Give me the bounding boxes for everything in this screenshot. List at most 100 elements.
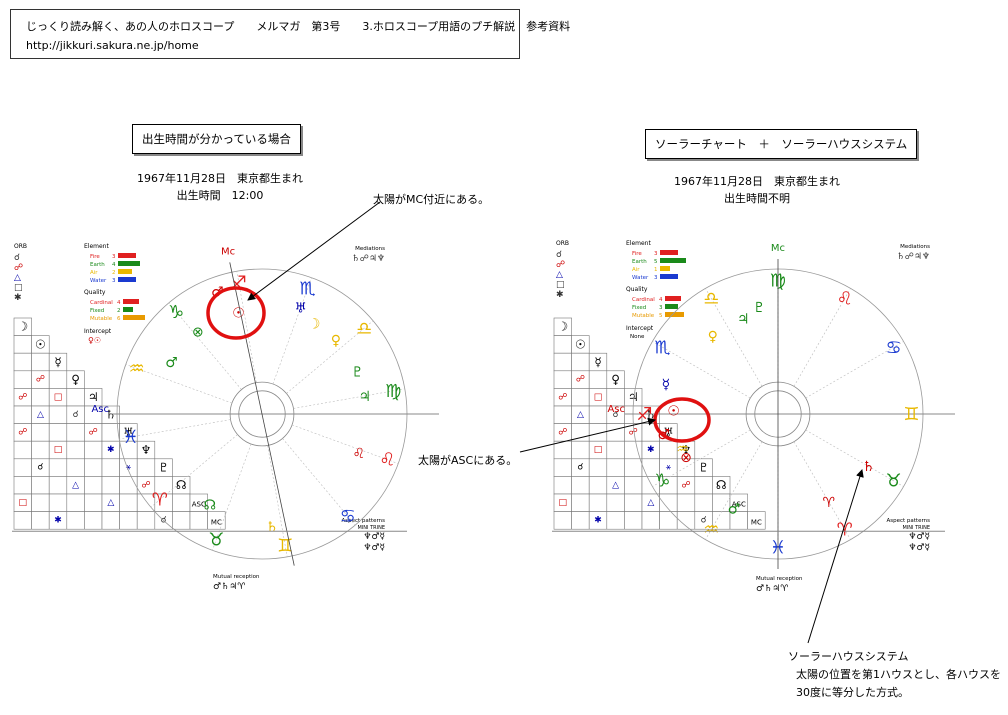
quality-count: 6	[117, 316, 121, 322]
quality-name: Fixed	[632, 305, 646, 311]
mc-ic-axis	[229, 262, 295, 566]
quality-bar	[665, 312, 684, 317]
planet-glyph: ♇	[698, 460, 709, 474]
aspect-grid-cell	[747, 511, 766, 530]
quality-bar	[665, 296, 681, 301]
zodiac-sign: ♎	[703, 288, 719, 309]
zodiac-sign: ♌	[837, 288, 853, 309]
right-birth-date: 1967年11月28日 東京都生まれ	[674, 175, 840, 188]
element-bar	[118, 253, 136, 258]
planet-glyph: ☉	[35, 337, 46, 351]
quality-count: 5	[659, 313, 663, 319]
orb-symbol: ☌	[14, 253, 20, 263]
mediations-label: Mediations	[900, 244, 930, 250]
aspect-mark: ☍	[89, 428, 98, 438]
planet-glyph: MC	[211, 518, 222, 526]
left-birth-date: 1967年11月28日 東京都生まれ	[137, 172, 303, 185]
house-cusp-line	[282, 438, 356, 526]
aspect-mark: ☌	[37, 463, 43, 473]
zodiac-sign: ♊	[903, 404, 919, 425]
aspect-grid-cell	[31, 511, 50, 530]
aspect-mark: ☍	[18, 428, 27, 438]
house-cusp-line	[212, 443, 252, 551]
aspect-grid-cell	[101, 423, 120, 442]
planet-venus: ♀	[708, 329, 718, 345]
quality-count: 2	[117, 308, 121, 314]
planet-node: ☊	[204, 497, 216, 513]
aspect-mark: □	[19, 498, 28, 508]
planet-glyph: ♅	[663, 425, 674, 439]
aspect-grid-cell	[66, 423, 85, 442]
house-cusp-line	[236, 271, 257, 383]
element-name: Air	[632, 267, 640, 273]
left-horoscope-chart: ☽☉☿♀♃♄♅♆♇☊ASCMC☍□△☌☍□✱☌⚹△☍□△✱☌☍☍ORB☌☍△□✱…	[12, 243, 439, 592]
aspect-grid-cell	[136, 511, 156, 530]
aspect-grid-cell	[676, 493, 696, 512]
planet-mercury: ☿	[662, 377, 671, 393]
mutual-reception-symbols: ♂♄♃♈	[756, 584, 789, 594]
aspect-mark: ☌	[613, 410, 619, 420]
aspect-grid-cell	[101, 476, 120, 495]
aspect-mark: □	[559, 498, 568, 508]
planet-sun: ☉	[232, 305, 245, 321]
element-count: 3	[112, 278, 116, 284]
aspect-grid-cell	[606, 458, 625, 477]
element-count: 1	[654, 267, 658, 273]
aspect-mark: ☌	[73, 410, 79, 420]
planet-glyph: ☉	[575, 337, 586, 351]
house-cusp-line	[286, 320, 374, 394]
element-count: 5	[654, 259, 658, 265]
aspect-grid-cell	[588, 405, 608, 424]
quality-label: Quality	[84, 289, 106, 296]
aspect-grid-cell	[553, 511, 572, 530]
planet-glyph: ♆	[141, 443, 152, 457]
mc-callout-arrow	[247, 201, 381, 301]
planet-glyph: ☽	[557, 320, 568, 334]
zodiac-sign: ♈	[152, 490, 168, 511]
orb-symbol: ☍	[556, 260, 565, 270]
aspect-grid-cell	[101, 458, 120, 477]
left-callout-text: 太陽がMC付近にある。	[373, 193, 490, 206]
planet-aquarius: ♒	[676, 442, 689, 458]
aspect-patterns-label: Aspect patterns	[886, 518, 930, 524]
element-name: Fire	[632, 251, 642, 257]
aspect-grid-cell	[553, 352, 572, 372]
mini-trine-label: MINI TRINE	[358, 525, 386, 531]
orb-symbol: ☍	[14, 263, 23, 273]
planet-glyph: ♆	[681, 443, 692, 457]
orb-symbol: ✱	[14, 293, 22, 303]
orb-label: ORB	[14, 243, 27, 250]
planet-glyph: ASC	[732, 501, 746, 509]
aspect-grid-cell	[31, 440, 50, 460]
aspect-mark: □	[594, 392, 603, 402]
aspect-grid-cell	[659, 511, 678, 530]
house-cusp-line	[705, 441, 763, 540]
aspect-grid-cell	[571, 511, 590, 530]
intercept-label: Intercept	[84, 328, 112, 335]
aspect-grid-cell	[553, 440, 572, 460]
aspect-grid-cell	[84, 440, 103, 460]
house-cusp-line	[125, 364, 233, 404]
element-bar	[660, 274, 678, 279]
header-title: じっくり読み解く、あの人のホロスコープ メルマガ 第3号 3.ホロスコープ用語の…	[26, 20, 571, 33]
aspect-grid-cell	[588, 370, 608, 389]
aspect-grid-cell	[31, 493, 50, 512]
element-name: Water	[90, 278, 107, 284]
aspect-grid-cell	[13, 352, 32, 372]
aspect-grid-cell	[84, 458, 103, 477]
aspect-mark: ⚹	[666, 463, 672, 473]
house-cusp-line	[267, 445, 288, 557]
aspect-mark: ☍	[558, 428, 567, 438]
aspect-grid-cell	[553, 370, 572, 389]
zodiac-sign: ♑	[654, 471, 670, 492]
aspect-grid-cell	[13, 511, 32, 530]
zodiac-sign: ♋	[885, 337, 901, 358]
aspect-grid-cell	[84, 493, 103, 512]
header-url[interactable]: http://jikkuri.sakura.ne.jp/home	[26, 39, 199, 52]
element-bar	[118, 261, 140, 266]
aspect-grid-cell	[66, 440, 85, 460]
quality-name: Mutable	[90, 316, 113, 322]
aspect-grid-cell	[588, 458, 608, 477]
quality-name: Cardinal	[90, 300, 113, 306]
aspect-mark: ☍	[18, 392, 27, 402]
